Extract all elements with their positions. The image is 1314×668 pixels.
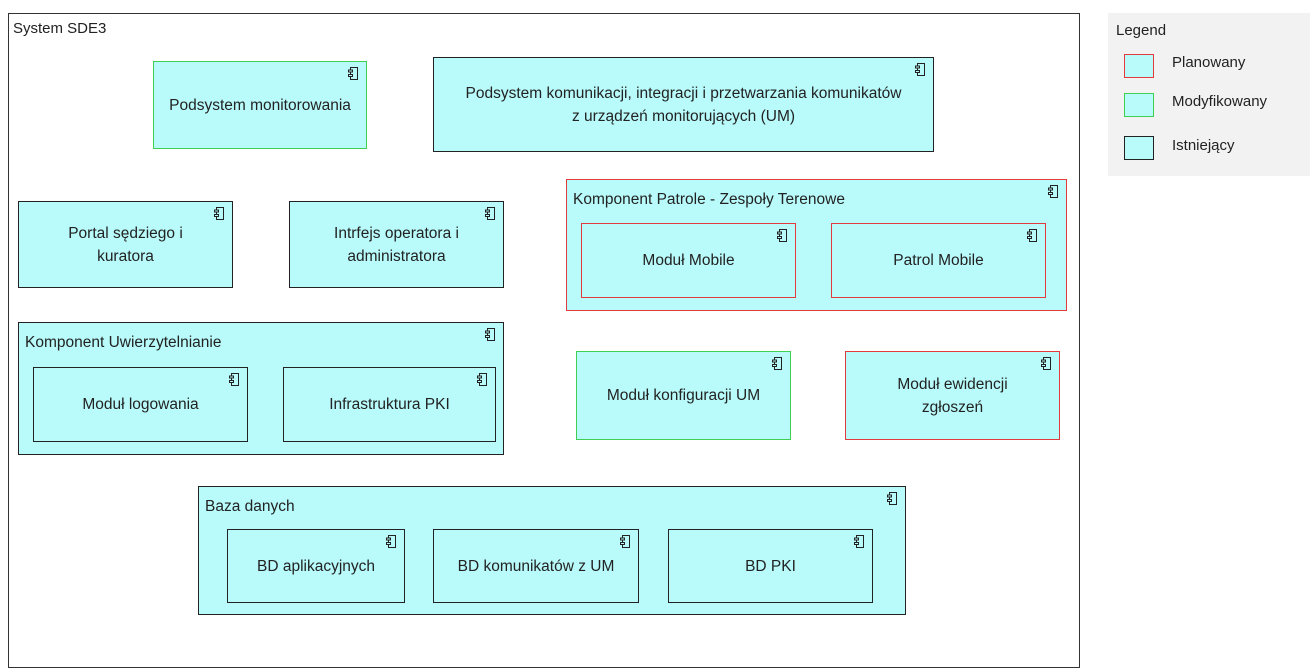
component-modul-ewidencji[interactable]: Moduł ewidencji zgłoszeń [845,351,1060,440]
component-interfejs-operatora[interactable]: Intrfejs operatora i administratora [289,201,504,288]
component-label: Intrfejs operatora i administratora [334,224,459,265]
component-icon [620,535,630,548]
component-modul-mobile[interactable]: Moduł Mobile [581,223,796,298]
legend-label-planned: Planowany [1172,54,1246,71]
component-patrol-mobile[interactable]: Patrol Mobile [831,223,1046,298]
component-label: Portal sędziego i kuratora [68,224,183,265]
group-title: Komponent Uwierzytelnianie [25,334,222,351]
component-baza-danych-group[interactable]: Baza danych BD aplikacyjnych BD komunika… [198,486,906,615]
component-label: BD PKI [745,557,796,575]
component-bd-aplikacyjnych[interactable]: BD aplikacyjnych [227,529,405,603]
group-title: Komponent Patrole - Zespoły Terenowe [573,191,845,208]
legend-label-modified: Modyfikowany [1172,93,1268,110]
component-label: Podsystem komunikacji, integracji i prze… [465,84,902,125]
component-icon [1048,185,1058,198]
component-icon [348,67,358,80]
component-patrole-group[interactable]: Komponent Patrole - Zespoły Terenowe Mod… [566,179,1067,311]
component-podsystem-monitorowania[interactable]: Podsystem monitorowania [153,61,367,149]
component-modul-logowania[interactable]: Moduł logowania [33,367,248,442]
group-title: Baza danych [205,498,295,515]
component-icon [229,373,239,386]
component-icon [772,357,782,370]
legend-swatch-existing [1124,136,1154,160]
component-icon [854,535,864,548]
system-title: System SDE3 [13,20,107,37]
component-icon [485,207,495,220]
component-icon [386,535,396,548]
component-icon [915,63,925,76]
component-icon [777,229,787,242]
legend-title: Legend [1116,22,1167,39]
component-label: Moduł Mobile [642,252,735,269]
legend-panel: Legend Planowany Modyfikowany Istniejący [1108,13,1310,176]
legend-swatch-modified [1124,93,1154,117]
component-infrastruktura-pki[interactable]: Infrastruktura PKI [283,367,496,442]
component-portal-sedziego[interactable]: Portal sędziego i kuratora [18,201,233,288]
component-modul-konfiguracji[interactable]: Moduł konfiguracji UM [576,351,791,440]
component-icon [477,373,487,386]
legend-label-existing: Istniejący [1172,137,1235,154]
component-label: Moduł ewidencji zgłoszeń [897,375,1008,416]
component-label: Moduł logowania [82,396,199,413]
component-icon [1041,357,1051,370]
legend-swatch-planned [1124,54,1154,78]
component-label: BD komunikatów z UM [457,557,615,575]
component-icon [485,328,495,341]
component-label: Infrastruktura PKI [329,396,450,413]
component-bd-pki[interactable]: BD PKI [668,529,873,603]
component-label: Patrol Mobile [893,252,984,269]
component-icon [1027,229,1037,242]
component-bd-komunikatow[interactable]: BD komunikatów z UM [433,529,639,603]
component-icon [887,492,897,505]
component-podsystem-komunikacji[interactable]: Podsystem komunikacji, integracji i prze… [433,57,934,152]
component-label: Podsystem monitorowania [169,96,351,114]
component-label: Moduł konfiguracji UM [606,387,761,404]
component-icon [214,207,224,220]
component-label: BD aplikacyjnych [256,557,376,575]
component-uwierzytelnianie-group[interactable]: Komponent Uwierzytelnianie Moduł logowan… [18,322,504,455]
